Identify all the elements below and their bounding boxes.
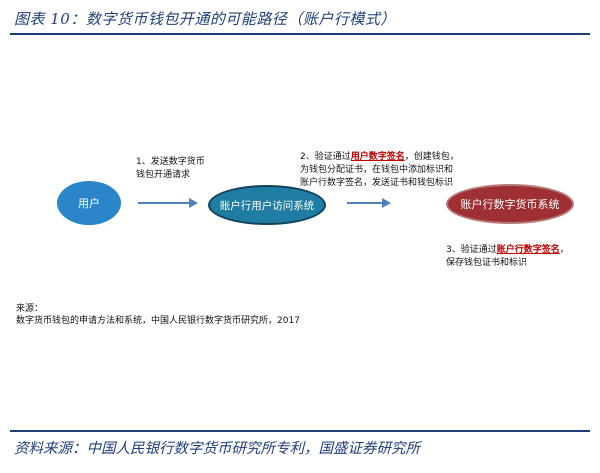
step2-line1: 2、验证通过用户数字签名，创建钱包，	[300, 151, 459, 164]
step3-highlight: 账户行数字签名	[496, 245, 560, 255]
step2-line2: 为钱包分配证书，在钱包中添加标识和	[300, 165, 454, 175]
step1-note: 1、发送数字货币 钱包开通请求	[136, 156, 205, 182]
step1-line2: 钱包开通请求	[136, 170, 191, 180]
step3-line1-pre: 3、验证通过	[446, 245, 497, 255]
figure-title: 图表 10：数字货币钱包开通的可能路径（账户行模式）	[14, 10, 396, 28]
step2-line1-pre: 2、验证通过	[300, 152, 351, 162]
step2-note: 2、验证通过用户数字签名，创建钱包， 为钱包分配证书，在钱包中添加标识和 账户行…	[300, 151, 459, 190]
arrow-user-to-access	[138, 198, 198, 208]
arrow-access-to-system	[347, 198, 391, 208]
step3-line1: 3、验证通过账户行数字签名，	[446, 244, 569, 257]
source-note-label: 来源：	[16, 304, 44, 314]
access-system-node: 账户行用户访问系统	[208, 185, 326, 225]
source-note-text: 数字货币钱包的申请方法和系统，中国人民银行数字货币研究所，2017	[16, 316, 300, 326]
step2-line3: 账户行数字签名，发送证书和钱包标识	[300, 178, 454, 188]
user-node: 用户	[57, 181, 121, 225]
footer-divider	[10, 430, 590, 432]
step2-highlight: 用户数字签名	[350, 152, 405, 162]
footer-source: 资料来源：中国人民银行数字货币研究所专利，国盛证券研究所	[14, 441, 420, 457]
title-divider	[10, 33, 590, 35]
step3-note: 3、验证通过账户行数字签名， 保存钱包证书和标识	[446, 244, 569, 270]
step1-line1: 1、发送数字货币	[136, 157, 205, 167]
step3-line2: 保存钱包证书和标识	[446, 258, 528, 268]
digital-currency-system-node: 账户行数字货币系统	[446, 184, 574, 224]
step2-line1-post: ，创建钱包，	[404, 152, 459, 162]
step3-line1-post: ，	[559, 245, 569, 255]
